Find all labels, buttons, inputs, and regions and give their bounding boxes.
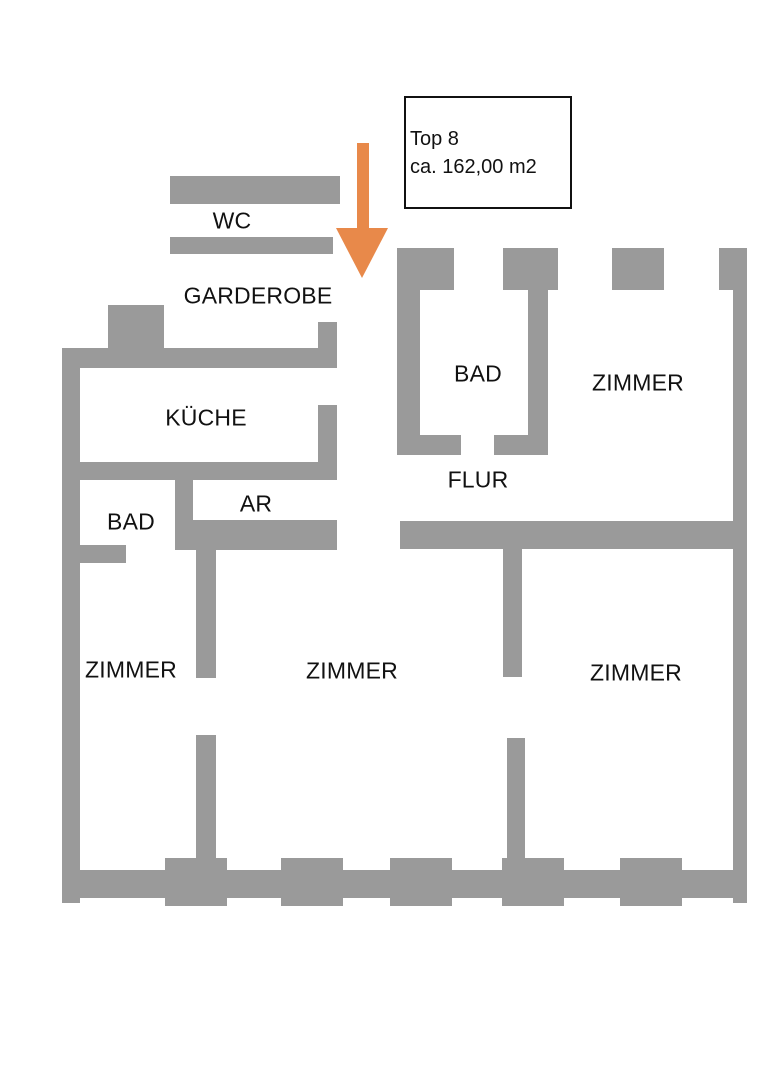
room-label-zimmer-left: ZIMMER [85,656,177,683]
wall-wc-bottom [170,237,333,254]
room-label-bad-left: BAD [107,508,155,535]
wall-bad-right-bottom-right [494,435,548,455]
wall-inner-left-lower [196,735,216,880]
wall-bottom-pillar-2 [281,858,343,906]
wall-bad-right-bottom-left [397,435,461,455]
wall-bad-left-stub [62,545,126,563]
wall-bottom-pillar-3 [390,858,452,906]
wall-pillar-top-left [108,305,164,355]
wall-bottom-pillar-4 [502,858,564,906]
room-label-bad-right: BAD [454,360,502,387]
wall-kitchen-bottom [62,462,337,480]
wall-left-exterior [62,348,80,903]
wall-bad-right-left [397,248,420,455]
wall-garderobe-bottom [62,348,337,368]
wall-right-exterior [733,248,747,903]
room-label-flur: FLUR [447,466,509,493]
apartment-number: Top 8 [410,128,459,150]
apartment-area: ca. 162,00 m2 [410,156,537,178]
wall-bottom-pillar-5 [620,858,682,906]
wall-bottom-pillar-1 [165,858,227,906]
room-label-ar: AR [239,490,273,517]
room-label-garderobe: GARDEROBE [183,282,333,309]
room-label-zimmer-top-right: ZIMMER [592,369,684,396]
room-label-zimmer-center: ZIMMER [306,657,398,684]
wall-pillar-3 [612,248,664,290]
wall-kitchen-right-stub [318,405,337,480]
room-label-kueche: KÜCHE [165,404,247,431]
wall-inner-right-upper [503,540,522,677]
wall-inner-left-upper [196,530,216,678]
room-label-zimmer-right: ZIMMER [590,659,682,686]
wall-garderobe-stub [318,322,337,362]
room-label-wc: WC [212,207,252,234]
wall-inner-right-lower [507,738,525,880]
entrance-arrow-icon [336,143,388,278]
wall-bad-right-right [528,280,548,455]
apartment-info-box: Top 8 ca. 162,00 m2 [404,96,572,209]
wall-flur-bottom [400,521,747,549]
wall-wc-top [170,176,340,204]
